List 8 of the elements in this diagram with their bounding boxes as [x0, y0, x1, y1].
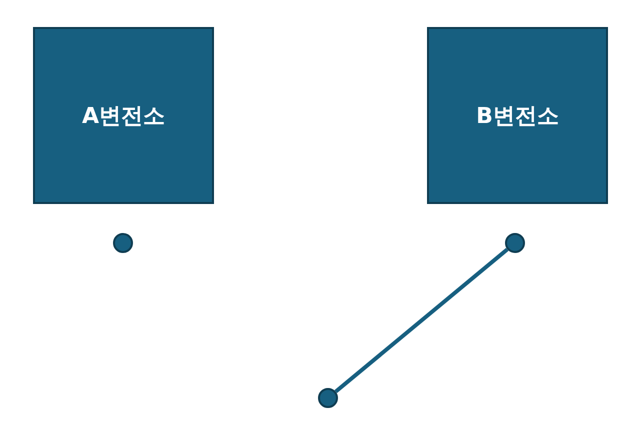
substation-label: A변전소 — [82, 102, 166, 130]
connector-line — [334, 248, 509, 394]
node-dot — [113, 233, 133, 253]
substation-box — [33, 27, 214, 204]
substation-box — [427, 27, 608, 204]
node-dot — [505, 233, 525, 253]
node-dot — [318, 388, 338, 408]
substation-label: B변전소 — [476, 102, 559, 130]
